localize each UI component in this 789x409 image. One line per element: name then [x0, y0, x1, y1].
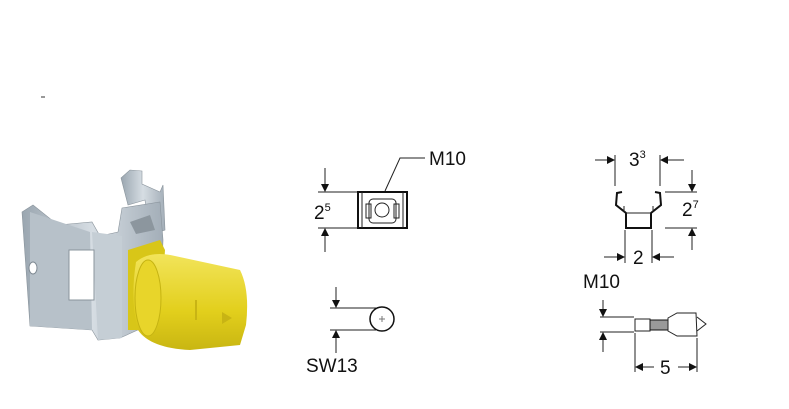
profile-view-drawing — [595, 155, 697, 263]
profile-height-dimension: 27 — [682, 199, 699, 221]
front-view-drawing — [318, 157, 425, 252]
screw-thread-label: M10 — [583, 272, 620, 293]
screw-view-drawing — [599, 300, 707, 372]
wrench-size-label: SW13 — [306, 356, 358, 377]
front-height-dimension: 25 — [314, 202, 331, 224]
front-thread-label: M10 — [429, 149, 466, 170]
screw-length-dimension: 5 — [660, 358, 671, 379]
profile-bottom-width-dimension: 2 — [633, 248, 644, 269]
product-photo — [21, 169, 248, 350]
nut-view-drawing — [330, 287, 395, 353]
profile-top-width-dimension: 33 — [629, 149, 646, 171]
